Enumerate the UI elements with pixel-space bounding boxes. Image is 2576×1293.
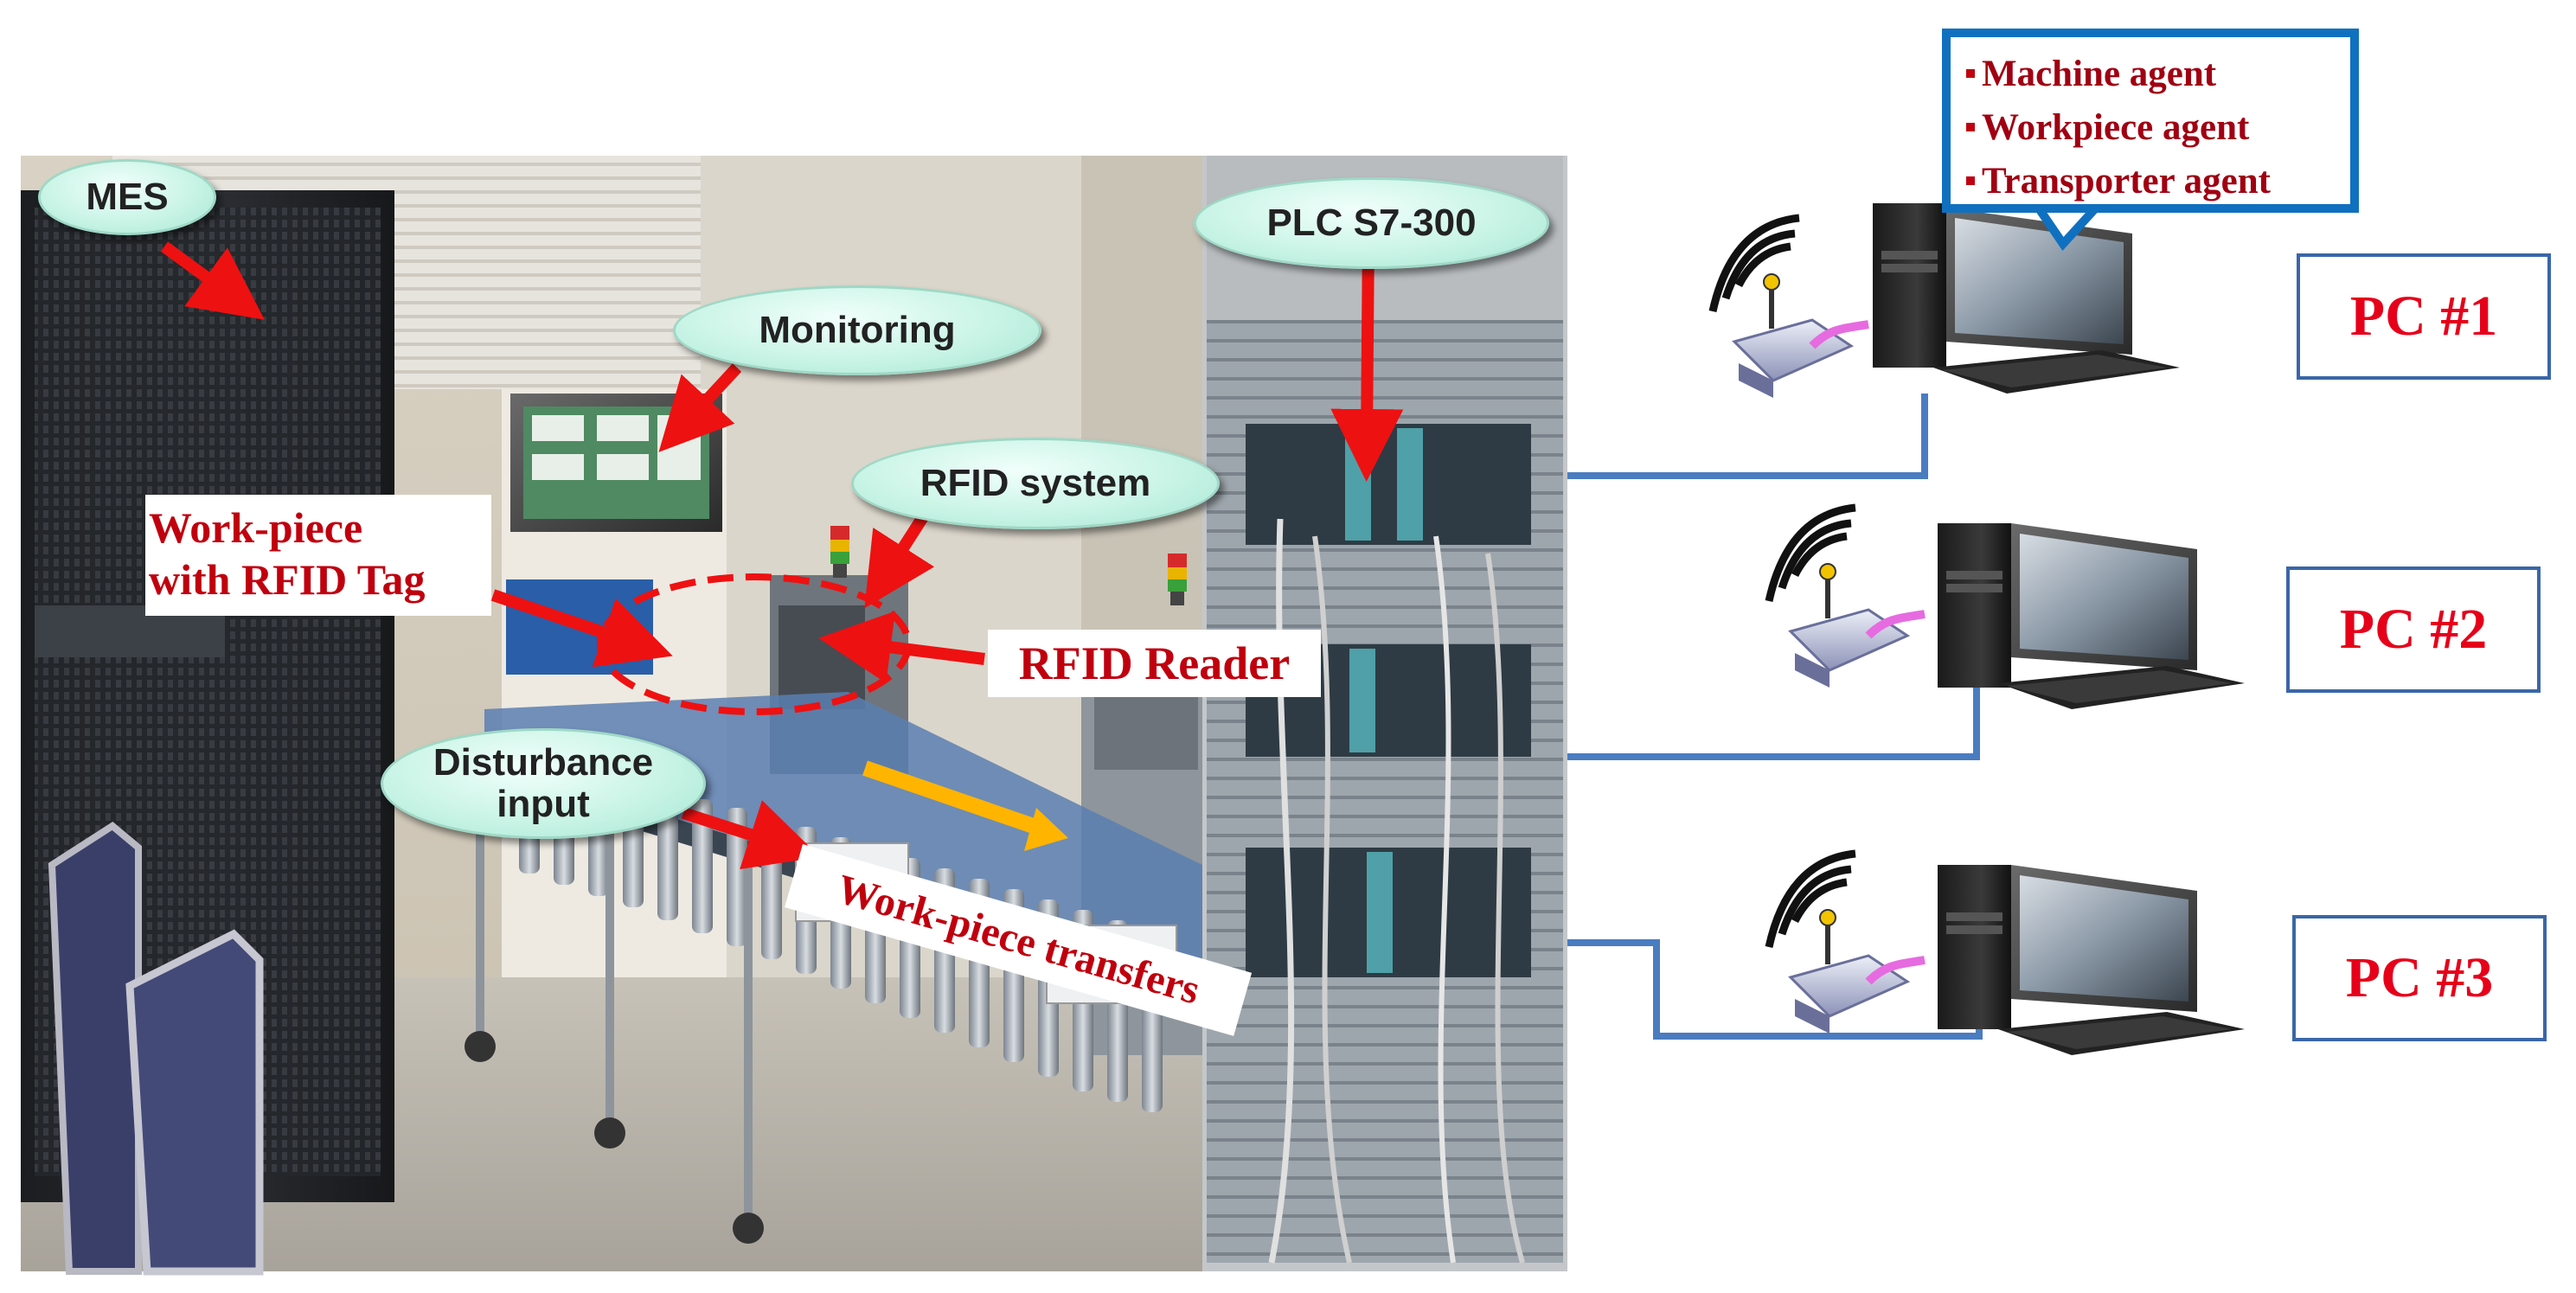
monitoring-label: Monitoring	[673, 285, 1041, 375]
agent-item: Machine agent	[1966, 48, 2350, 101]
rfid-system-label: RFID system	[851, 438, 1220, 529]
disturbance-label-line2: input	[497, 783, 590, 825]
network-line-pc2	[1567, 683, 1980, 760]
bullet-icon	[1966, 123, 1975, 132]
disturbance-arrow	[681, 800, 820, 870]
monitoring-arrow	[658, 363, 742, 452]
rfid-system-arrow	[864, 507, 935, 609]
pc2-workstation	[1765, 503, 2245, 709]
rfid-reader-highlight	[597, 573, 912, 715]
disturbance-input-label: Disturbance input	[381, 728, 706, 839]
desktop-computer-icon	[1938, 865, 2245, 1055]
desktop-computer-icon	[1873, 203, 2180, 394]
wifi-router-icon	[1765, 849, 1926, 1034]
agents-callout: Machine agent Workpiece agent Transporte…	[1942, 29, 2359, 213]
plc-photo	[1202, 156, 1567, 1271]
mes-arrow	[160, 241, 265, 320]
workpiece-tag-arrow	[490, 589, 673, 668]
bullet-icon	[1966, 176, 1975, 186]
pc1-workstation	[1708, 203, 2180, 398]
lab-photo	[21, 156, 1224, 1276]
plc-label: PLC S7-300	[1194, 177, 1549, 269]
pc3-label: PC #3	[2292, 915, 2547, 1041]
wifi-router-icon	[1708, 214, 1869, 398]
rfid-reader-label: RFID Reader	[988, 630, 1321, 697]
mes-label: MES	[38, 159, 216, 235]
pc1-label: PC #1	[2297, 253, 2551, 380]
agent-item: Transporter agent	[1966, 155, 2350, 208]
workpiece-tag-line1: Work-piece	[149, 503, 363, 552]
network-line-pc3	[1567, 939, 1983, 1040]
wifi-router-icon	[1765, 503, 1926, 688]
network-line-pc1	[1567, 394, 1928, 479]
pc2-label: PC #2	[2286, 566, 2541, 693]
pc3-workstation	[1765, 849, 2245, 1055]
rfid-reader-arrow	[818, 611, 985, 683]
workpiece-tag-line2: with RFID Tag	[149, 555, 426, 604]
agent-label: Machine agent	[1982, 54, 2217, 94]
workpiece-tag-label: Work-piece with RFID Tag	[145, 495, 491, 616]
agent-label: Workpiece agent	[1982, 107, 2250, 148]
callout-arrows	[160, 231, 1404, 870]
agent-label: Transporter agent	[1982, 161, 2272, 202]
bullet-icon	[1966, 69, 1975, 79]
flow-direction-arrow	[862, 760, 1068, 851]
desktop-computer-icon	[1938, 523, 2245, 709]
network-lines	[1567, 394, 1983, 1040]
disturbance-label-line1: Disturbance	[433, 741, 654, 784]
agent-item: Workpiece agent	[1966, 101, 2350, 155]
